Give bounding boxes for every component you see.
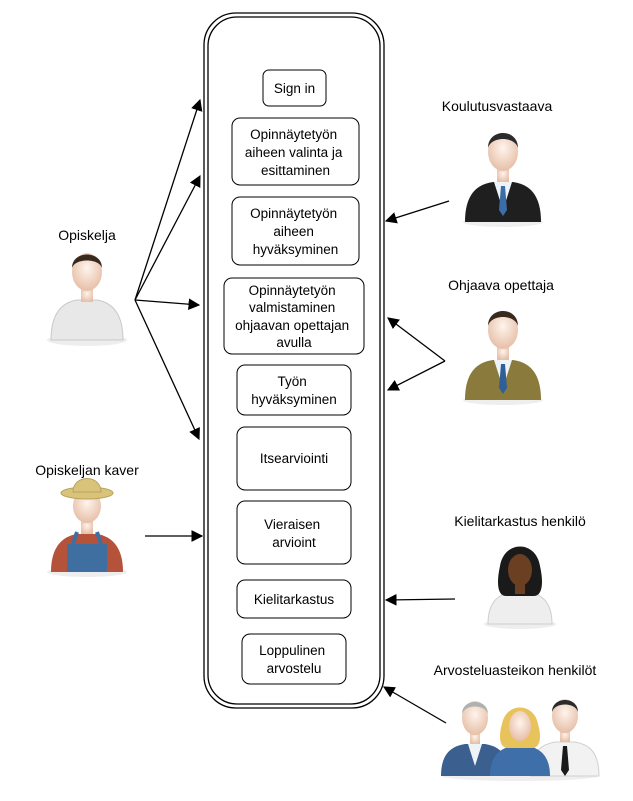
svg-text:Opinnäytetyön aiheen val: Opinnäytetyön aiheen valinta ja esittami…	[245, 127, 346, 178]
actor-label-ohjaava: Ohjaava opettaja	[448, 277, 554, 293]
arrow-opiskelija-aiheen-valinta	[134, 98, 203, 301]
use-case-kielitarkastus[interactable]: Kielitarkastus	[236, 579, 352, 619]
use-case-label: esittaminen	[261, 163, 330, 178]
woman-icon	[484, 546, 556, 629]
svg-text:Loppulinen arvostelu: Loppulinen arvostelu	[259, 643, 329, 676]
use-case-label: Loppulinen	[259, 643, 325, 658]
use-case-sign-in[interactable]: Sign in	[262, 69, 327, 107]
use-case-aiheen-valinta[interactable]: Opinnäytetyön aiheen valinta ja esittami…	[231, 117, 360, 186]
use-case-label: aiheen valinta ja	[245, 145, 343, 160]
use-case-label: Vieraisen	[264, 517, 320, 532]
use-case-label: arvioint	[272, 535, 316, 550]
associations	[134, 98, 456, 724]
arrow-arvosteluasteikko	[382, 686, 447, 724]
group-icon	[441, 699, 600, 781]
svg-text:Sign in: Sign in	[274, 81, 315, 96]
use-case-label: hyväksyminen	[251, 392, 337, 407]
use-case-label: aiheen	[273, 224, 314, 239]
use-case-vieraisen-arvioint[interactable]: Vieraisen arvioint	[236, 500, 352, 565]
businessman-icon	[463, 133, 543, 227]
arrow-kielitarkastus	[384, 593, 456, 606]
svg-text:Vieraisen arvioint: Vieraisen arvioint	[264, 517, 324, 550]
use-case-tyon-hyvaksyminen[interactable]: Työn hyväksyminen	[236, 364, 352, 416]
use-case-loppulinen-arvostelu[interactable]: Loppulinen arvostelu	[241, 633, 347, 685]
use-case-label: Opinnäytetyön	[250, 206, 337, 221]
arrow-opiskelija-aiheen-hyvaksyminen	[134, 174, 201, 301]
arrow-opiskelija-valmistaminen	[134, 298, 201, 311]
farmer-icon	[47, 478, 127, 577]
actor-label-kielitarkastus: Kielitarkastus henkilö	[454, 513, 586, 529]
use-case-label: Itsearviointi	[260, 451, 328, 466]
actor-label-arvosteluasteikko: Arvosteluasteikon henkilöt	[434, 662, 597, 678]
use-case-itsearviointi[interactable]: Itsearviointi	[236, 426, 352, 491]
use-case-label: Kielitarkastus	[254, 592, 335, 607]
arrow-ohjaava-valmistaminen	[387, 317, 446, 362]
svg-text:Opinnäytetyön aiheen: Opinnäytetyön aiheen hyväksyminen	[250, 206, 341, 257]
teacher-icon	[463, 311, 543, 405]
svg-text:Työn hyväksyminen: Työn hyväksyminen	[251, 374, 337, 407]
use-case-label: arvostelu	[267, 661, 322, 676]
actor-label-opiskelija: Opiskelja	[58, 227, 116, 243]
use-case-aiheen-hyvaksyminen[interactable]: Opinnäytetyön aiheen hyväksyminen	[231, 196, 360, 266]
student-icon	[47, 253, 127, 346]
use-case-valmistaminen[interactable]: Opinnäytetyön valmistaminen ohjaavan ope…	[223, 277, 365, 355]
actor-label-kaveri: Opiskeljan kaver	[35, 462, 139, 478]
svg-text:Opinnäytetyön valmistami: Opinnäytetyön valmistaminen ohjaavan ope…	[235, 283, 353, 350]
use-case-label: ohjaavan opettajan	[235, 318, 349, 333]
use-case-label: Työn	[277, 374, 306, 389]
use-case-label: Sign in	[274, 81, 315, 96]
use-case-label: Opinnäytetyön	[249, 283, 336, 298]
arrow-ohjaava-tyon-hyvaksyminen	[386, 360, 446, 391]
use-case-label: Opinnäytetyön	[250, 127, 337, 142]
use-case-label: valmistaminen	[249, 300, 335, 315]
actor-label-koulutusvastaava: Koulutusvastaava	[442, 98, 553, 114]
arrow-koulutusvastaava	[384, 200, 450, 224]
use-case-label: hyväksyminen	[253, 242, 339, 257]
use-case-label: avulla	[276, 335, 312, 350]
arrow-opiskelija-tyon-hyvaksyminen	[134, 299, 200, 441]
system-boundary	[203, 12, 385, 709]
